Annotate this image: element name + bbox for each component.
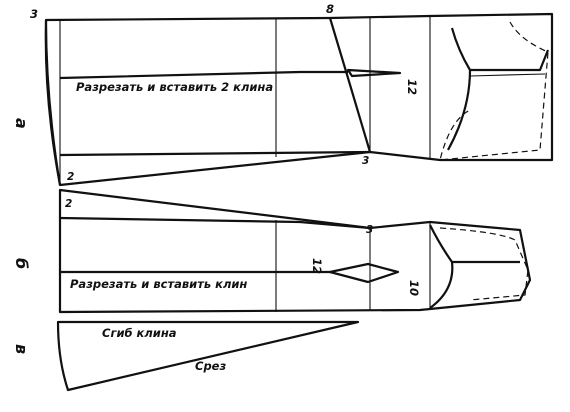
panel-a-left-edge <box>44 19 62 186</box>
panel-a-letter: а <box>12 118 31 129</box>
panel-a: 3 8 12 3 2 Разрезать и вставить 2 клина … <box>12 2 554 187</box>
panel-b-letter: б <box>12 258 31 269</box>
panel-b-mark-top-left: 2 <box>65 198 72 210</box>
panel-b-mark-wedge-left: 12 <box>310 258 324 274</box>
panel-c-letter: в <box>12 344 31 354</box>
panel-b-dashed-cut <box>439 227 529 301</box>
panel-a-dart-top <box>328 17 372 153</box>
panel-a-wedge <box>346 68 402 78</box>
panel-b-top-seam <box>59 216 371 230</box>
panel-a-mark-top-mid: 8 <box>326 2 334 16</box>
panel-a-mark-top-left: 3 <box>30 7 38 21</box>
panel-b-side-seam <box>429 261 454 309</box>
panel-a-mark-bottom-left: 2 <box>67 171 74 183</box>
panel-c-cut-label: Срез <box>195 359 226 373</box>
panel-b-outline <box>58 188 532 314</box>
panel-b-armhole <box>429 224 520 264</box>
panel-a-mark-wedge: 12 <box>405 79 419 95</box>
panel-c: Сгиб клина Срез в <box>12 320 360 392</box>
panel-b: 2 3 12 10 Разрезать и вставить клин б <box>12 188 532 314</box>
panel-a-instruction: Разрезать и вставить 2 клина <box>76 80 273 94</box>
panel-a-cut-line <box>59 70 348 80</box>
panel-c-wedge-shape <box>56 320 360 392</box>
panel-b-instruction: Разрезать и вставить клин <box>70 277 247 291</box>
panel-a-armhole <box>450 27 550 72</box>
panel-b-mark-top-mid: 3 <box>366 224 373 236</box>
panel-b-wedge <box>328 262 400 284</box>
panel-a-shoulder <box>469 73 546 77</box>
panel-c-fold-label: Сгиб клина <box>102 326 177 340</box>
panel-a-side-seam <box>447 69 472 151</box>
panel-a-outline <box>44 12 554 187</box>
panel-a-bottom-dart <box>59 150 371 157</box>
panel-a-mark-bottom-mid: 3 <box>362 155 369 167</box>
panel-b-mark-wedge-right: 10 <box>407 280 421 296</box>
panel-a-dashed-cut <box>439 21 549 161</box>
